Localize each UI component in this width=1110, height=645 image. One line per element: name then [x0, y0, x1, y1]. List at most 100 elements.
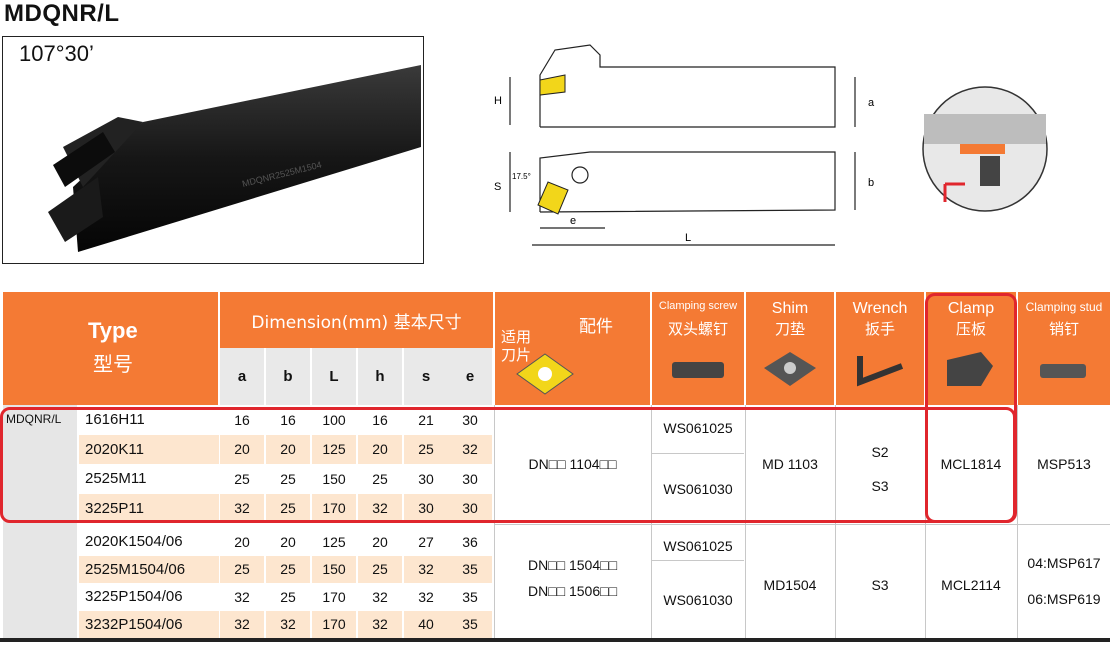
g2-clamp: MCL2114 [941, 577, 1001, 593]
table-cell-h: 25 [358, 555, 402, 583]
table-cell-s: 32 [418, 588, 434, 605]
g2-stud-1: 04:MSP617 [1027, 555, 1101, 571]
table-cell-L: 170 [322, 588, 346, 605]
screw-icon [672, 362, 724, 378]
table-cell-L: 125 [322, 533, 346, 550]
table-cell-a: 32 [220, 493, 264, 523]
table-cell-L: 170 [312, 610, 356, 638]
table-cell-h: 32 [358, 493, 402, 523]
g1-screw-2: WS061030 [663, 481, 733, 497]
dimension-drawing: H a S b e L 17.5° [494, 44, 875, 246]
accessory-header-cn: 配件 [579, 317, 613, 337]
g1-insert: DN□□ 1104□□ [528, 456, 617, 472]
table-row-model: 2020K1504/06 [85, 533, 183, 550]
label-b: b [868, 177, 874, 189]
page-title: MDQNR/L [4, 0, 120, 27]
clamp-header: Clamp 压板 [926, 292, 1016, 405]
table-cell-s: 27 [418, 533, 434, 550]
shim-icon [764, 352, 816, 386]
table-cell-h: 20 [372, 533, 388, 550]
approach-angle: 107°30’ [19, 41, 94, 66]
g2-screw-2: WS061030 [663, 592, 733, 608]
table-cell-s: 21 [418, 411, 434, 428]
highlight-group1 [0, 407, 1016, 523]
g2-shim: MD1504 [763, 577, 817, 593]
table-cell-e: 35 [462, 588, 478, 605]
table-cell-b: 25 [266, 493, 310, 523]
g1-wrench-2: S3 [871, 478, 889, 494]
dim-col-a: a [220, 348, 264, 405]
label-a: a [868, 97, 875, 109]
table-cell-h: 16 [372, 411, 388, 428]
table-cell-h: 32 [372, 588, 388, 605]
table-cell-a: 25 [220, 555, 264, 583]
table-cell-s: 30 [418, 470, 434, 487]
table-cell-L: 150 [312, 555, 356, 583]
table-cell-s: 32 [404, 555, 448, 583]
g1-shim: MD 1103 [762, 456, 818, 472]
table-cell-L: 100 [322, 411, 346, 428]
table-cell-b: 20 [266, 434, 310, 464]
table-cell-e: 35 [448, 555, 492, 583]
specification-table: Type 型号 Dimension(mm) 基本尺寸 配件 适用刀片 Clamp… [0, 292, 1110, 645]
dim-col-b: b [266, 348, 310, 405]
type-header-cn: 型号 [93, 352, 133, 376]
table-cell-a: 20 [234, 533, 250, 550]
clamping-stud-header: Clamping stud 销钉 [1018, 292, 1110, 405]
label-e: e [570, 215, 576, 227]
clamp-icon [947, 352, 993, 386]
table-cell-L: 150 [322, 470, 346, 487]
table-cell-b: 20 [280, 533, 296, 550]
table-cell-a: 32 [234, 588, 250, 605]
label-H: H [494, 95, 502, 107]
accessory-header: 配件 适用刀片 [495, 292, 650, 405]
table-cell-a: 20 [220, 434, 264, 464]
g2-insert-1: DN□□ 1504□□ [527, 557, 618, 573]
type-header-en: Type [88, 318, 138, 343]
g1-clamp: MCL1814 [940, 456, 1002, 472]
table-cell-h: 32 [358, 610, 402, 638]
table-row-model: 2525M1504/06 [79, 555, 219, 583]
table-cell-s: 40 [404, 610, 448, 638]
family-label: MDQNR/L [6, 412, 62, 426]
label-S: S [494, 181, 501, 193]
table-cell-e: 30 [448, 493, 492, 523]
table-cell-b: 32 [266, 610, 310, 638]
table-row-model: 1616H11 [85, 411, 145, 428]
table-row-model: 3225P1504/06 [85, 588, 183, 605]
table-row-model: 3232P1504/06 [79, 610, 219, 638]
dim-col-s: s [404, 348, 448, 405]
table-cell-e: 35 [448, 610, 492, 638]
type-header: Type 型号 [3, 292, 218, 405]
insert-header-cn: 适用刀片 [501, 328, 532, 364]
insert-icon [516, 353, 574, 395]
table-cell-L: 125 [312, 434, 356, 464]
table-row-model: 2020K11 [79, 434, 219, 464]
table-cell-h: 20 [358, 434, 402, 464]
highlight-clamp [925, 293, 1017, 523]
tool-holder-image: MDQNR2525M1504 [48, 65, 421, 252]
table-cell-a: 25 [234, 470, 250, 487]
g1-stud: MSP513 [1037, 456, 1091, 472]
table-cell-a: 16 [234, 411, 250, 428]
tool-holder-photo: 107°30’ MDQNR2525M1504 [2, 36, 424, 264]
dimension-header: Dimension(mm) 基本尺寸 [220, 292, 493, 348]
table-cell-e: 30 [462, 470, 478, 487]
table-row-model: 2525M11 [85, 470, 147, 487]
g2-screw-1: WS061025 [663, 538, 733, 554]
g2-stud-2: 06:MSP619 [1027, 591, 1101, 607]
stud-icon [1040, 364, 1086, 378]
wrench-header: Wrench 扳手 [836, 292, 924, 405]
g1-screw-1: WS061025 [663, 420, 733, 436]
g2-wrench: S3 [871, 577, 889, 593]
g1-wrench-1: S2 [871, 444, 889, 460]
table-bottom-rule [0, 638, 1110, 642]
table-cell-e: 32 [448, 434, 492, 464]
table-cell-h: 25 [372, 470, 388, 487]
dim-col-L: L [312, 348, 356, 405]
table-cell-b: 25 [266, 555, 310, 583]
g2-insert-2: DN□□ 1506□□ [527, 583, 618, 599]
dim-col-h: h [358, 348, 402, 405]
table-cell-L: 170 [312, 493, 356, 523]
dim-col-e: e [448, 348, 492, 405]
